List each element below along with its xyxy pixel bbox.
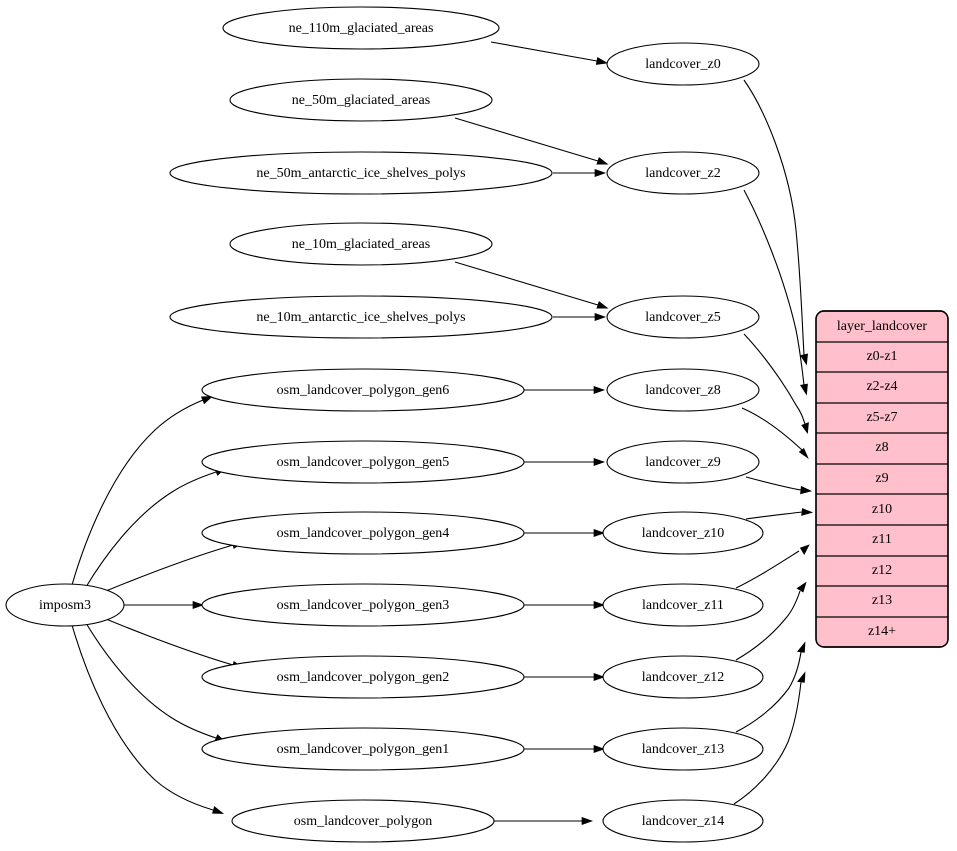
edge-z11-to-row-z11 — [735, 544, 810, 589]
edge-z5-to-row-z5z7 — [743, 333, 809, 434]
edge-imposm3-to-gen4 — [105, 541, 244, 592]
node-osm-landcover-polygon[interactable]: osm_landcover_polygon — [231, 799, 495, 843]
edge-z10-to-row-z10 — [745, 508, 814, 520]
edge-gen4-to-z10 — [524, 529, 606, 537]
node-landcover-z13[interactable]: landcover_z13 — [602, 727, 764, 771]
edge-imposm3-to-gen1 — [85, 622, 227, 743]
node-osm-landcover-polygon-gen1[interactable]: osm_landcover_polygon_gen1 — [201, 727, 525, 771]
edge-z8-to-row-z8 — [741, 407, 809, 459]
layer-landcover-table: layer_landcover z0-z1 z2-z4 z5-z7 z8 z9 — [815, 310, 949, 648]
node-ne-10m-antarctic-ice-shelves-polys[interactable]: ne_10m_antarctic_ice_shelves_polys — [169, 295, 553, 339]
node-landcover-z11[interactable]: landcover_z11 — [602, 583, 764, 627]
node-osm-landcover-polygon-gen2[interactable]: osm_landcover_polygon_gen2 — [201, 655, 525, 699]
node-osm-landcover-polygon-gen4[interactable]: osm_landcover_polygon_gen4 — [201, 511, 525, 555]
edge-imposm3-to-gen6 — [71, 396, 213, 586]
node-ne-10m-glaciated-areas[interactable]: ne_10m_glaciated_areas — [229, 222, 493, 266]
edge-imposm3-to-polygon — [71, 624, 225, 814]
osm-node-group: osm_landcover_polygon_gen6 osm_landcover… — [201, 368, 525, 843]
edge-ne110m-to-z0 — [490, 41, 609, 65]
edge-gen2-to-z12 — [524, 673, 606, 681]
node-osm-landcover-polygon-gen5[interactable]: osm_landcover_polygon_gen5 — [201, 440, 525, 484]
edge-ne10m-to-z5 — [454, 261, 609, 309]
landcover-node-group: landcover_z0 landcover_z2 landcover_z5 l… — [602, 42, 764, 843]
edge-imposm3-to-gen2 — [105, 618, 244, 669]
edge-imposm3-to-gen5 — [85, 467, 227, 588]
table-background — [815, 310, 949, 648]
node-landcover-z12[interactable]: landcover_z12 — [602, 655, 764, 699]
edge-gen1-to-z13 — [523, 745, 606, 753]
edge-polygon-to-z14 — [494, 817, 594, 825]
edge-gen5-to-z9 — [524, 458, 606, 466]
edge-imposm3-to-gen3 — [124, 601, 205, 609]
edge-z14-to-row-z14plus — [733, 671, 806, 805]
table-outline — [815, 310, 949, 648]
edge-z12-to-row-z12 — [735, 581, 807, 661]
node-ne-110m-glaciated-areas[interactable]: ne_110m_glaciated_areas — [222, 6, 500, 50]
edge-z2-to-row-z2z4 — [743, 189, 808, 396]
edge-ne50m-to-z2 — [454, 117, 609, 165]
node-landcover-z10[interactable]: landcover_z10 — [602, 511, 764, 555]
node-osm-landcover-polygon-gen3[interactable]: osm_landcover_polygon_gen3 — [201, 583, 525, 627]
node-ne-50m-glaciated-areas[interactable]: ne_50m_glaciated_areas — [229, 78, 493, 122]
node-landcover-z8[interactable]: landcover_z8 — [606, 368, 760, 412]
node-imposm3[interactable]: imposm3 — [5, 583, 125, 627]
node-landcover-z2[interactable]: landcover_z2 — [606, 151, 760, 195]
edge-ne50mant-to-z2 — [553, 169, 607, 177]
edge-ne10mant-to-z5 — [553, 313, 607, 321]
edge-z9-to-row-z9 — [745, 476, 813, 495]
node-landcover-z9[interactable]: landcover_z9 — [606, 440, 760, 484]
edge-z13-to-row-z13 — [735, 641, 806, 733]
node-landcover-z5[interactable]: landcover_z5 — [606, 295, 760, 339]
node-landcover-z0[interactable]: landcover_z0 — [606, 42, 760, 86]
edge-gen6-to-z8 — [524, 386, 606, 394]
node-ne-50m-antarctic-ice-shelves-polys[interactable]: ne_50m_antarctic_ice_shelves_polys — [169, 151, 553, 195]
edge-layer — [71, 41, 814, 825]
edge-gen3-to-z11 — [524, 601, 606, 609]
natural-earth-node-group: ne_110m_glaciated_areas ne_50m_glaciated… — [169, 6, 553, 339]
node-osm-landcover-polygon-gen6[interactable]: osm_landcover_polygon_gen6 — [201, 368, 525, 412]
node-landcover-z14[interactable]: landcover_z14 — [602, 799, 764, 843]
edge-z0-to-row-z0z1 — [743, 79, 808, 366]
